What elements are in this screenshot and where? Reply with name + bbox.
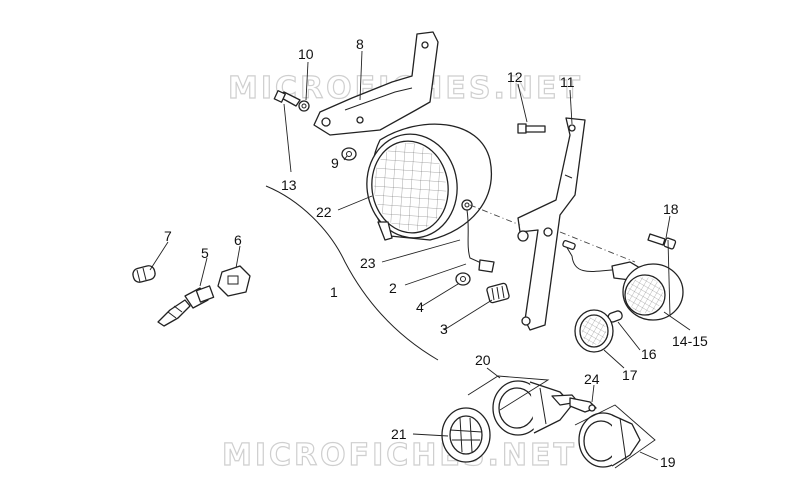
part-connector-3 <box>486 282 510 304</box>
assembly-axis <box>469 204 521 226</box>
label-10: 10 <box>298 46 314 62</box>
label-2: 2 <box>389 280 397 296</box>
label-8: 8 <box>356 36 364 52</box>
part-nut-9 <box>341 147 357 161</box>
label-16: 16 <box>641 346 657 362</box>
label-12: 12 <box>507 69 523 85</box>
part-horn-cover-21 <box>441 407 491 463</box>
label-17: 17 <box>622 367 638 383</box>
part-horn-19 <box>578 412 641 468</box>
group-bracket-20 <box>467 375 550 411</box>
part-bracket-side <box>517 117 586 331</box>
label-5: 5 <box>201 245 209 261</box>
part-washer-10 <box>298 100 310 112</box>
label-19: 19 <box>660 454 676 470</box>
label-18: 18 <box>663 201 679 217</box>
watermark-bottom: MICROFICHES.NET <box>222 438 577 473</box>
part-horn-20 <box>492 380 579 436</box>
part-bolt-13 <box>273 90 301 107</box>
group-bracket-19 <box>574 404 656 469</box>
part-bolt-18 <box>647 233 677 250</box>
part-horn-bracket-24 <box>569 397 597 413</box>
label-11: 11 <box>560 74 575 90</box>
part-bulb-7 <box>132 265 156 283</box>
part-lens-17 <box>574 309 614 353</box>
label-7: 7 <box>164 228 172 244</box>
part-fairing <box>265 185 439 361</box>
part-wire-plug <box>478 259 495 273</box>
label-24: 24 <box>584 371 600 387</box>
label-1: 1 <box>330 284 338 300</box>
part-bracket-upper <box>313 31 439 136</box>
label-9: 9 <box>331 155 339 171</box>
label-20: 20 <box>475 352 491 368</box>
label-4: 4 <box>416 299 424 315</box>
label-21: 21 <box>391 426 407 442</box>
part-wiring-23 <box>466 209 489 267</box>
label-14-15: 14-15 <box>672 333 708 349</box>
label-22: 22 <box>316 204 332 220</box>
part-grommet-4 <box>455 272 471 286</box>
leader-lines <box>149 50 691 461</box>
label-23: 23 <box>360 255 376 271</box>
assembly-axis-right <box>559 231 636 263</box>
part-bolt-12 <box>517 123 546 134</box>
part-headlight <box>366 123 492 241</box>
part-bulb-holder-6 <box>217 265 251 297</box>
label-3: 3 <box>440 321 448 337</box>
part-bulb-5 <box>157 285 215 327</box>
label-13: 13 <box>281 177 297 193</box>
label-6: 6 <box>234 232 242 248</box>
part-turn-signal <box>562 240 684 321</box>
